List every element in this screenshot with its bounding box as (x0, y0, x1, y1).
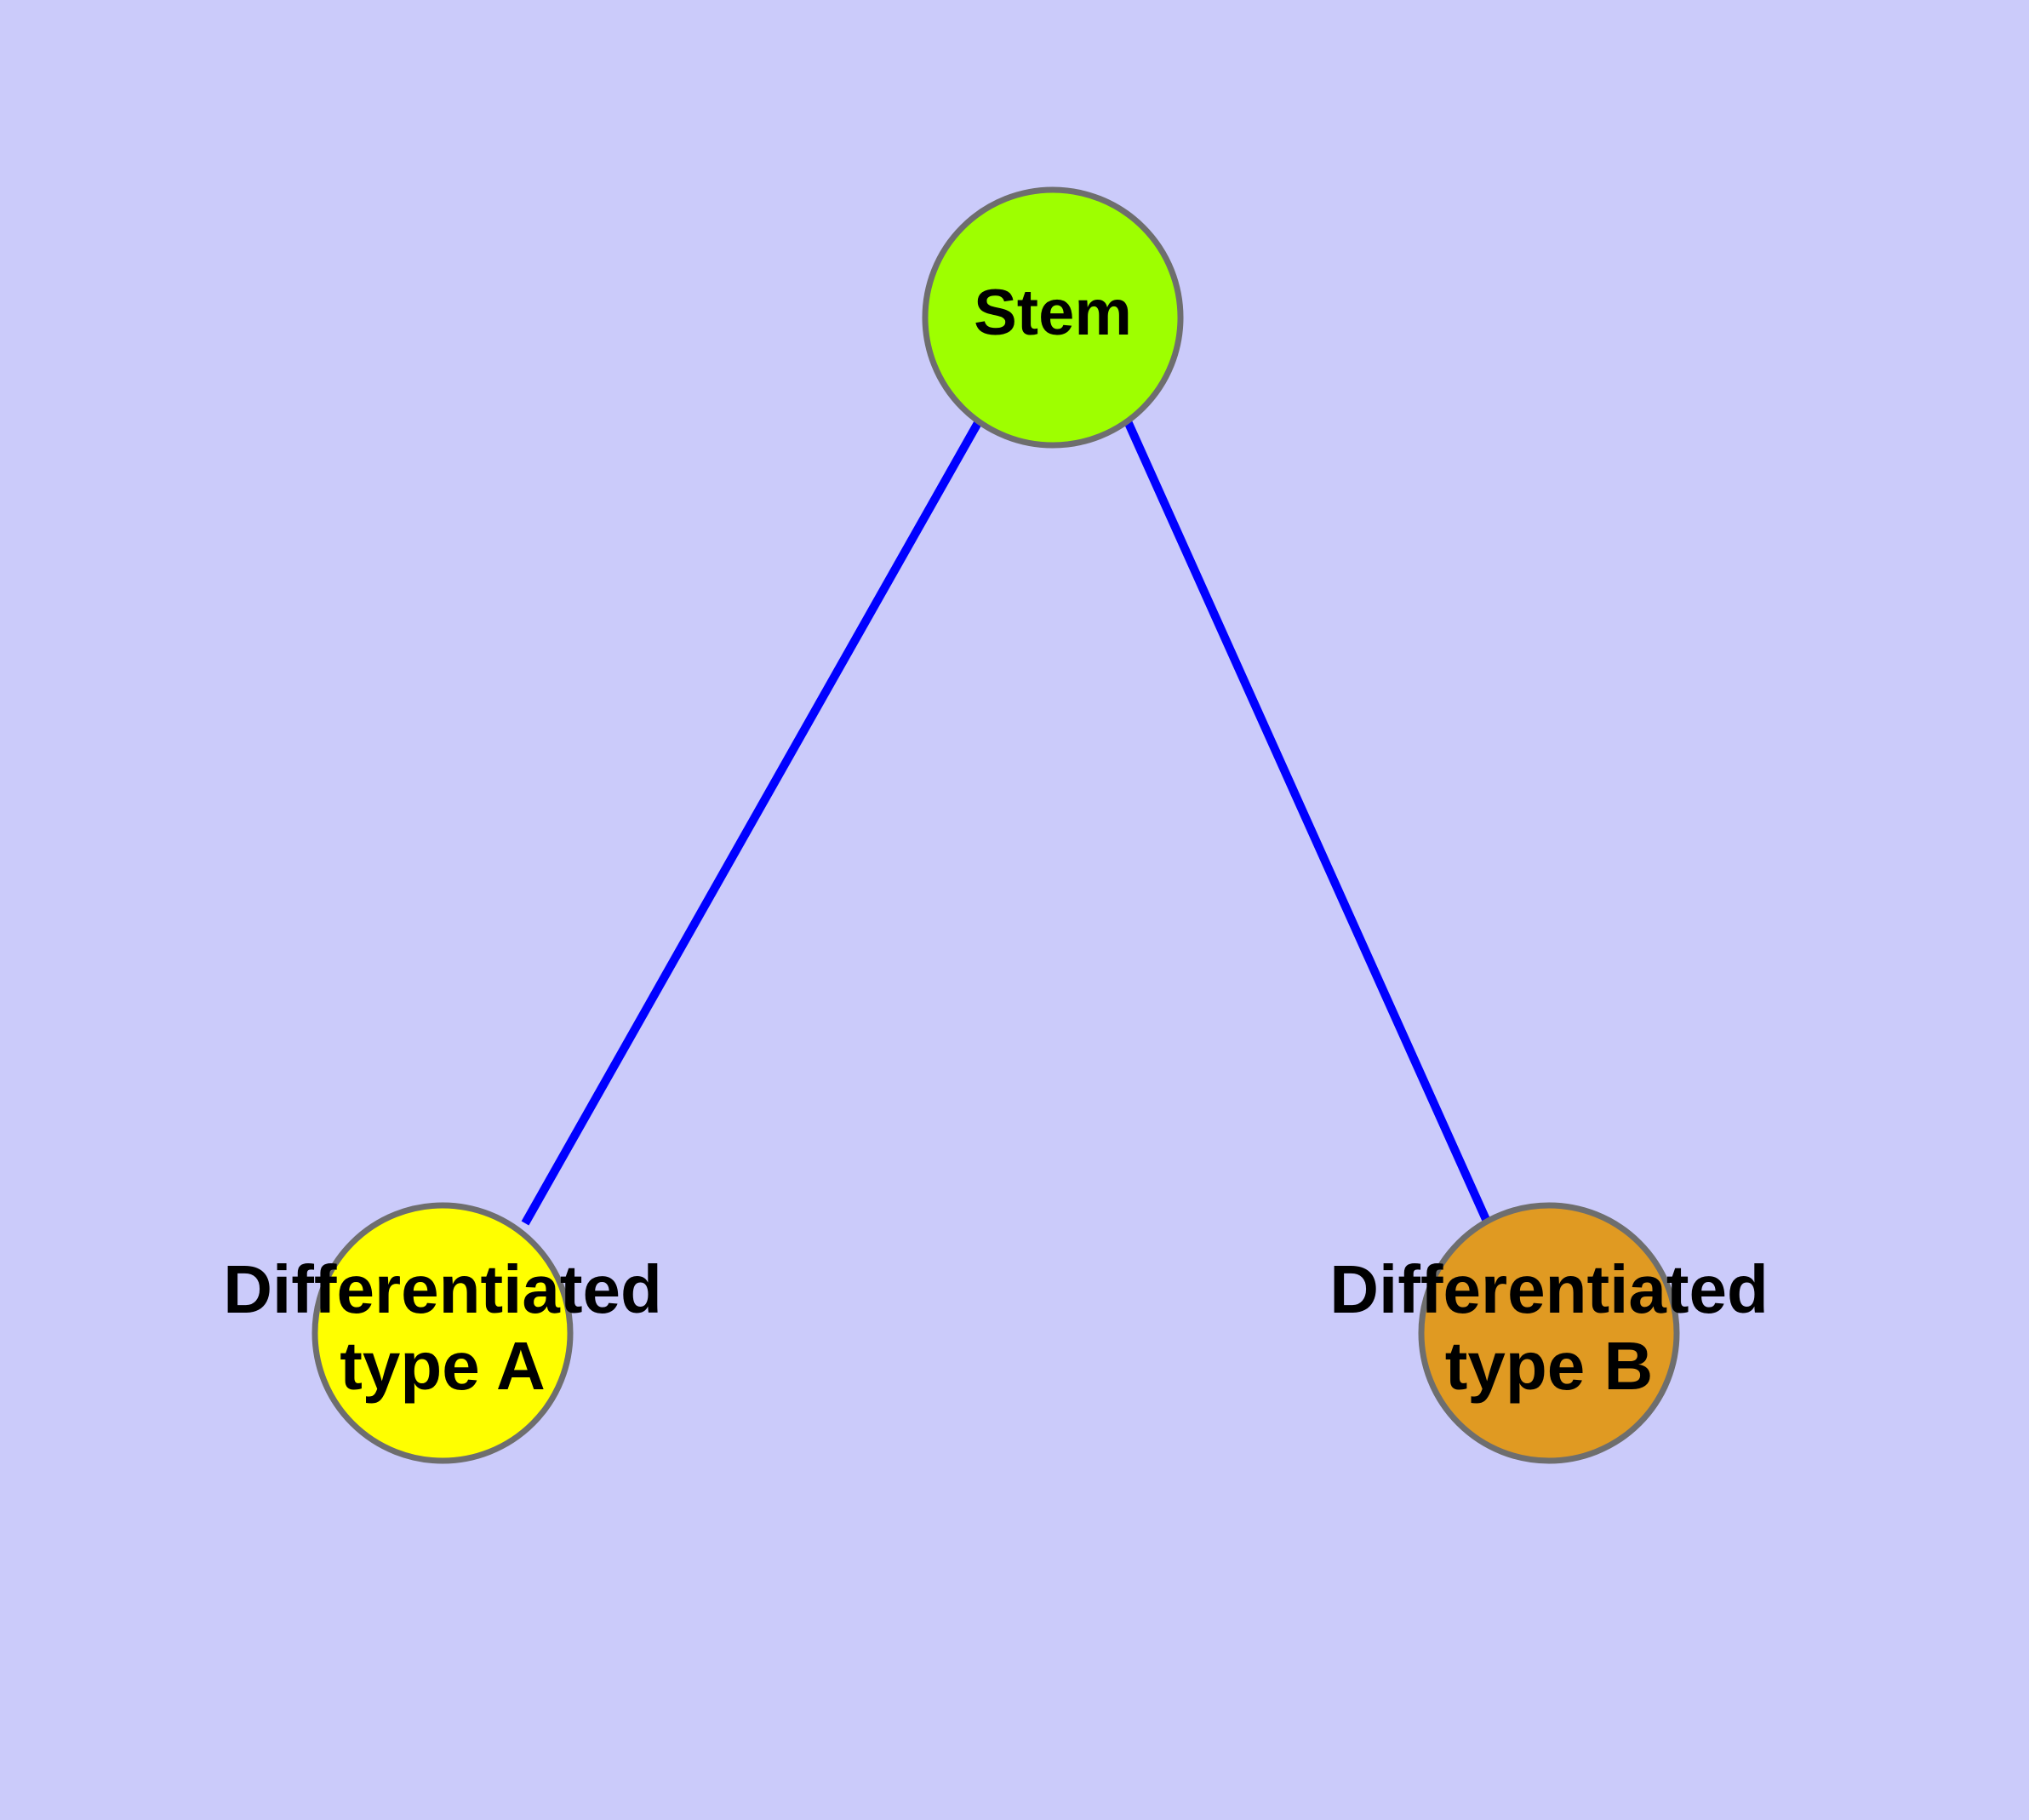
node-label-line: Stem (974, 277, 1132, 349)
node-label-line: Differentiated (223, 1251, 662, 1327)
node-label-line: type A (340, 1328, 546, 1404)
node-stem[interactable] (922, 186, 1184, 449)
node-diff_b[interactable] (1418, 1202, 1680, 1464)
edge-stem-to-a[interactable] (521, 419, 983, 1226)
node-label-line: type B (1445, 1328, 1654, 1404)
nodes-layer (311, 186, 1680, 1464)
edges-layer (521, 419, 1492, 1226)
edge-stem-to-b[interactable] (1123, 419, 1492, 1226)
node-diff_a[interactable] (311, 1202, 574, 1464)
node-label-stem: Stem (974, 277, 1132, 349)
node-label-line: Differentiated (1329, 1251, 1769, 1327)
